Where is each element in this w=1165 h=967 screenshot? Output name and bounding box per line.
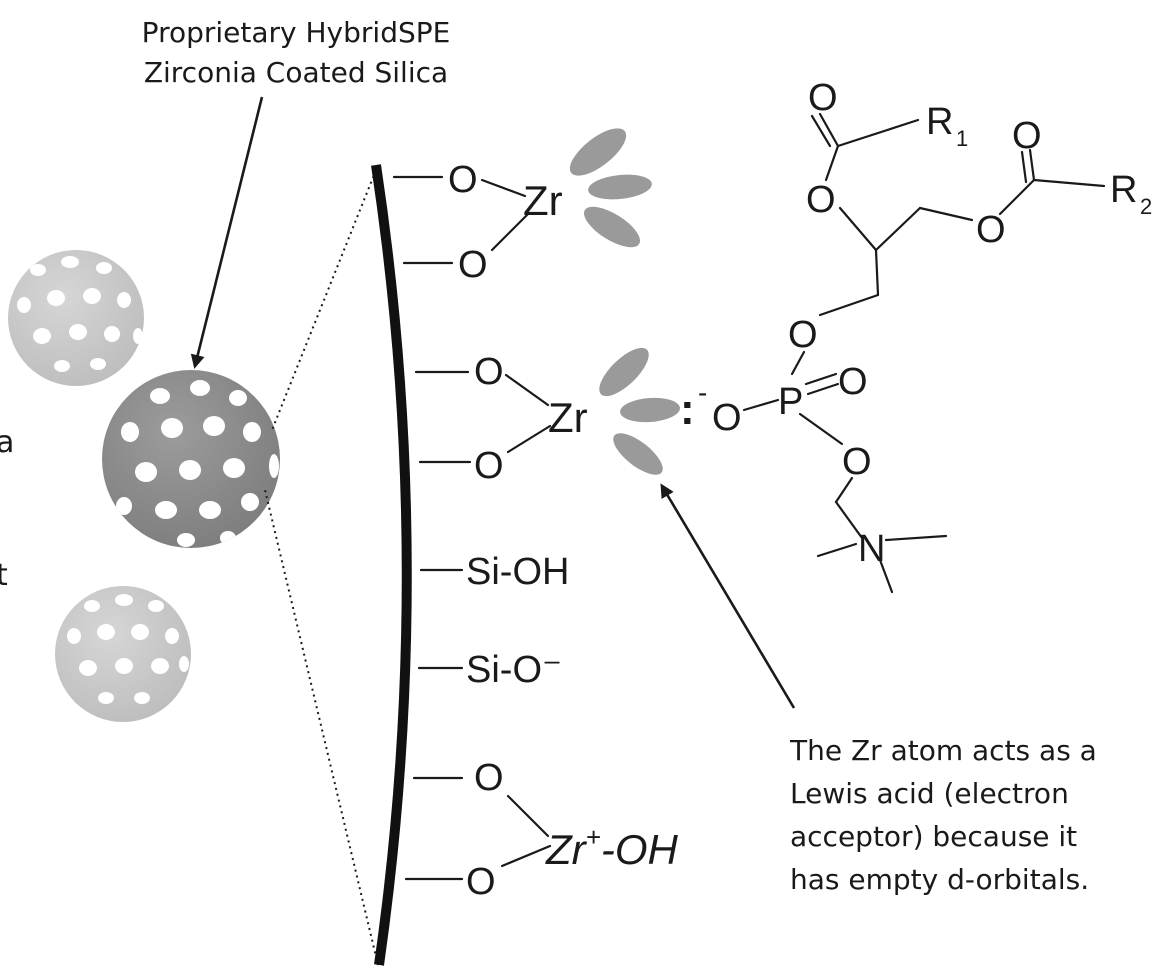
silanolate-group: Si-O⁻ <box>466 649 562 691</box>
zr-site-1-o-top: O <box>448 159 478 201</box>
ester1-r: R <box>926 101 953 143</box>
ester2-carbonyl-o: O <box>1012 115 1042 157</box>
lewis-note-line3: acceptor) because it <box>790 820 1077 853</box>
zr-site-2-o-bottom: O <box>474 445 504 487</box>
particle-surface <box>371 164 412 966</box>
zr-site-2: O O Zr <box>474 347 680 487</box>
pore-holes <box>67 594 189 704</box>
zr-site-3-o-top: O <box>474 757 504 799</box>
lewis-acid-note: The Zr atom acts as a Lewis acid (electr… <box>789 734 1097 896</box>
ester1-r-sub: 1 <box>956 126 968 151</box>
zr-site-1-o-bottom: O <box>458 244 488 286</box>
ester2-r-sub: 2 <box>1140 194 1152 219</box>
ester2-o: O <box>976 209 1006 251</box>
ester1-o: O <box>806 179 836 221</box>
silica-particle-center <box>102 370 280 548</box>
silanol-group: Si-OH <box>466 551 569 593</box>
silica-particle-bottom <box>55 586 191 722</box>
glycerol-o: O <box>788 314 818 356</box>
edge-fragment-2: t <box>0 558 8 593</box>
pore-holes <box>17 256 143 372</box>
silica-particle-top <box>8 250 144 386</box>
d-orbital-lobes <box>569 128 652 248</box>
label-arrow <box>190 96 264 369</box>
particle-label-line1: Proprietary HybridSPE <box>142 16 451 49</box>
ester1-carbonyl-o: O <box>808 77 838 119</box>
d-orbital-lobes <box>599 347 680 475</box>
zr-site-3: O O Zr+-OH <box>466 757 678 903</box>
lewis-acid-arrow <box>660 483 796 709</box>
lewis-note-line1: The Zr atom acts as a <box>789 734 1097 767</box>
zr-site-3-metal: Zr <box>545 826 588 873</box>
lone-pair: : <box>680 385 695 434</box>
pore-holes <box>116 380 279 547</box>
zr-site-2-o-top: O <box>474 351 504 393</box>
phosphoryl-o: O <box>838 361 868 403</box>
choline-o: O <box>842 441 872 483</box>
phospholipid-molecule: : - O P O O O N O O R 1 <box>680 77 1152 594</box>
ester2-r: R <box>1110 169 1137 211</box>
zr-site-3-hydroxyl: -OH <box>601 826 679 873</box>
lewis-note-line4: has empty d-orbitals. <box>790 863 1089 896</box>
zr-site-2-metal: Zr <box>548 394 588 441</box>
anion-charge: - <box>698 377 707 408</box>
particle-label: Proprietary HybridSPE Zirconia Coated Si… <box>142 16 451 89</box>
zoom-line-bottom <box>264 489 379 966</box>
zr-site-3-o-bottom: O <box>466 861 496 903</box>
zr-site-1: O O Zr <box>448 128 652 286</box>
zoom-line-top <box>271 164 379 431</box>
zr-site-1-metal: Zr <box>523 177 563 224</box>
zr-site-3-label: Zr+-OH <box>545 822 678 873</box>
particle-label-line2: Zirconia Coated Silica <box>144 56 448 89</box>
phosphorus: P <box>778 381 803 423</box>
zr-site-3-charge: + <box>586 822 601 852</box>
surface-ticks <box>392 175 472 881</box>
lewis-note-line2: Lewis acid (electron <box>790 777 1069 810</box>
edge-fragment-1: a <box>0 425 14 460</box>
phosphate-o-ester: O <box>712 397 742 439</box>
